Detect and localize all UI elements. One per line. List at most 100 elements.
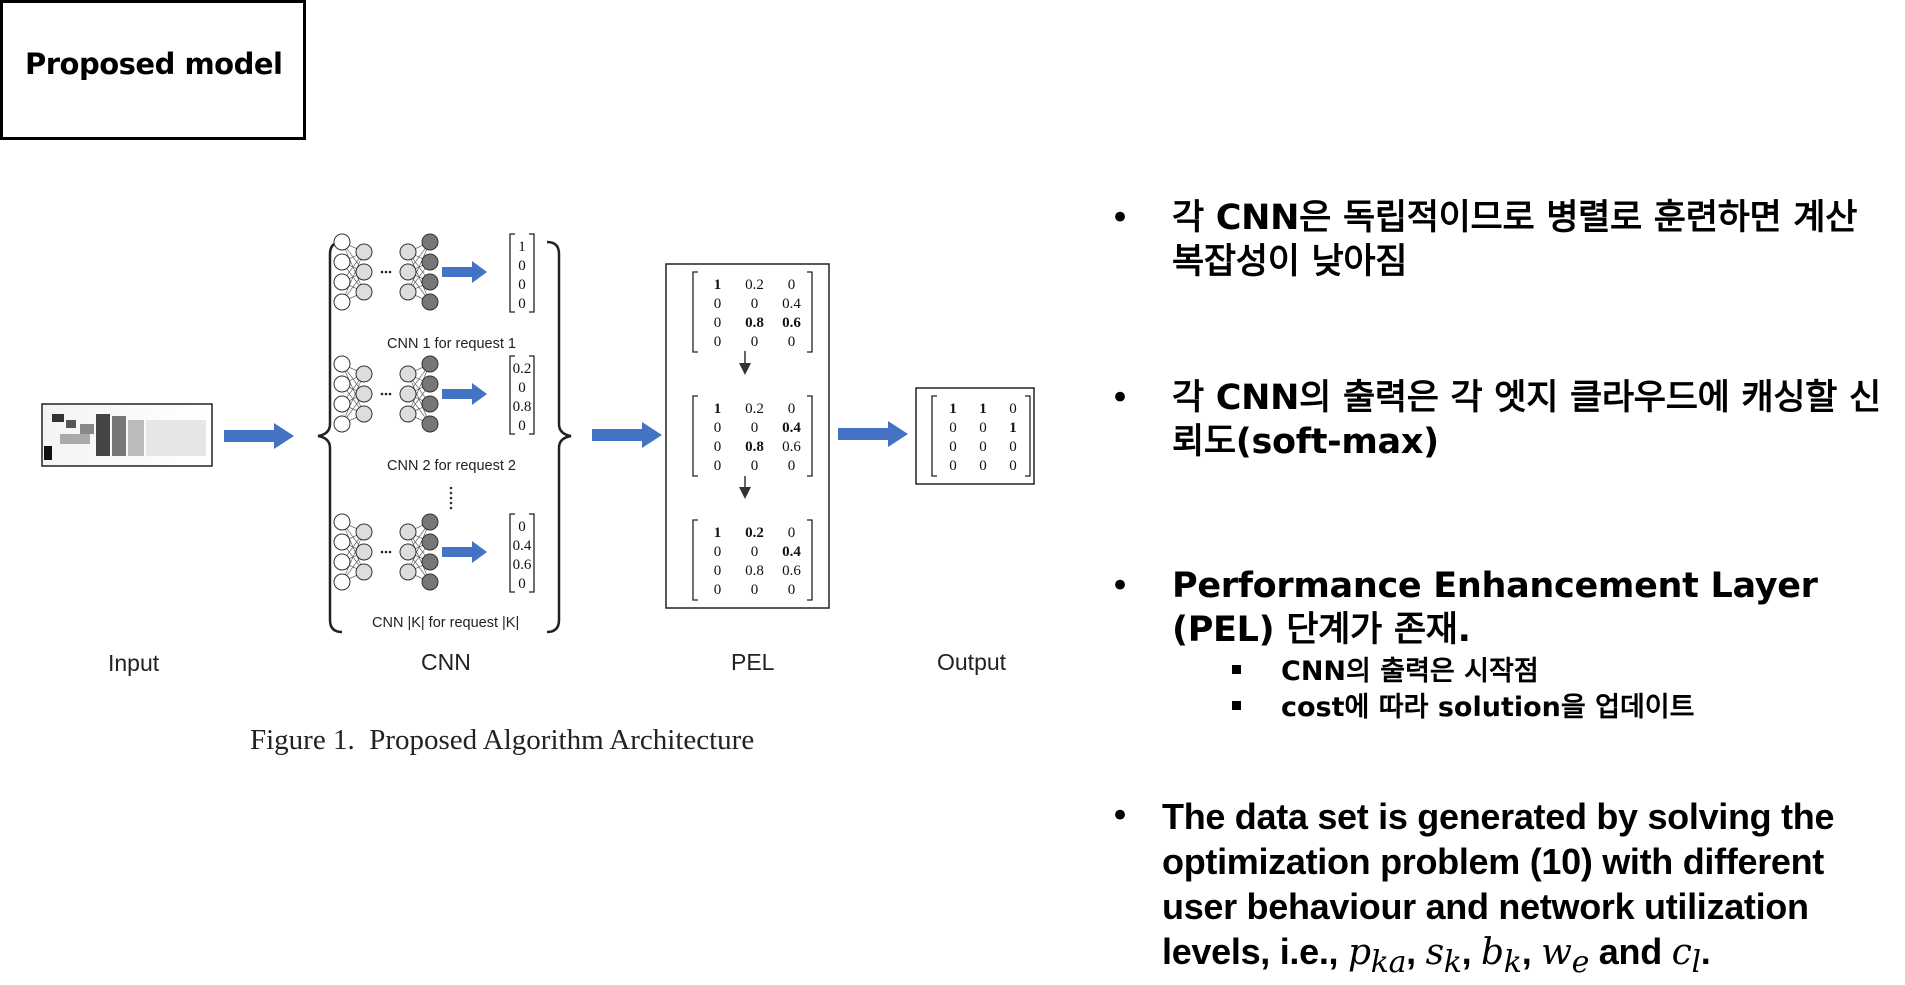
- matrix-cell: 1: [1009, 420, 1017, 436]
- matrix-bracket-right: [807, 519, 813, 601]
- matrix-cell: 0: [979, 458, 987, 474]
- slide-title-box: Proposed model: [0, 0, 306, 140]
- vector-cell: 0: [518, 418, 526, 434]
- matrix-bracket-right: [529, 355, 535, 435]
- ellipsis-dot: [388, 392, 392, 396]
- matrix-cell: 0.2: [745, 525, 764, 541]
- network-node: [421, 273, 439, 291]
- network-edge: [407, 241, 431, 293]
- network-node: [355, 523, 373, 541]
- matrix-bracket-right: [1025, 395, 1031, 477]
- network-node: [355, 543, 373, 561]
- network-node: [333, 513, 351, 531]
- matrix-cell: 0: [788, 582, 796, 598]
- matrix-cell: 0.6: [782, 439, 801, 455]
- network-edge: [407, 363, 431, 415]
- matrix-bracket-left: [692, 519, 698, 601]
- vector-cell: 0.8: [513, 399, 532, 415]
- network-node: [333, 573, 351, 591]
- network-node: [399, 365, 417, 383]
- matrix-cell: 0: [788, 334, 796, 350]
- matrix-bracket-left: [509, 513, 515, 593]
- and-word: and: [1598, 931, 1662, 972]
- network-node: [355, 385, 373, 403]
- matrix-bracket-left: [509, 233, 515, 313]
- var-s: sk: [1425, 932, 1462, 981]
- network-node: [333, 553, 351, 571]
- matrix-cell: 0: [788, 277, 796, 293]
- matrix-cell: 1: [949, 401, 957, 417]
- network-output-arrow: [442, 267, 472, 277]
- network-node: [333, 533, 351, 551]
- network-output-arrow: [442, 389, 472, 399]
- matrix-cell: 0: [714, 563, 722, 579]
- vector-cell: 0.2: [513, 361, 532, 377]
- network-node: [333, 233, 351, 251]
- network-node: [421, 395, 439, 413]
- matrix-bracket-right: [807, 395, 813, 477]
- bullet-text: 각 CNN은 독립적이므로 병렬로 훈련하면 계산 복잡성이 낮아짐: [1172, 198, 1858, 282]
- matrix-cell: 0: [788, 458, 796, 474]
- matrix-bracket-right: [807, 271, 813, 353]
- network-edge: [341, 251, 365, 303]
- matrix-cell: 0: [714, 439, 722, 455]
- ellipsis-dot: [380, 270, 384, 274]
- matrix-cell: 0.8: [745, 563, 764, 579]
- matrix-bracket-left: [509, 355, 515, 435]
- matrix-cell: 0: [714, 334, 722, 350]
- square-bullet-icon: [1232, 701, 1241, 710]
- vector-cell: 0.6: [513, 557, 532, 573]
- network-node: [333, 293, 351, 311]
- network-node: [333, 415, 351, 433]
- network-node: [333, 253, 351, 271]
- var-c: cl: [1671, 932, 1701, 981]
- stage-label-input: Input: [108, 650, 160, 676]
- network-edge: [341, 531, 365, 583]
- matrix-cell: 0: [751, 458, 759, 474]
- input-image: [41, 403, 213, 467]
- matrix-cell: 0: [714, 582, 722, 598]
- network-node: [355, 563, 373, 581]
- var-b: bk: [1481, 932, 1522, 981]
- vector-cell: 0: [518, 519, 526, 535]
- bullet-text: 각 CNN의 출력은 각 엣지 클라우드에 캐싱할 신뢰도(soft-max): [1172, 378, 1881, 462]
- matrix-cell: 0: [949, 458, 957, 474]
- matrix-bracket-right: [529, 513, 535, 593]
- matrix-cell: 0: [949, 420, 957, 436]
- matrix-cell: 0.8: [745, 315, 764, 331]
- cnn-network-icon: 00.40.60: [333, 513, 535, 593]
- bullet-4-text: The data set is generated by solving the…: [1162, 796, 1835, 972]
- vector-cell: 0: [518, 576, 526, 592]
- ellipsis-dot: [384, 392, 388, 396]
- ellipsis-dot: [388, 550, 392, 554]
- network-output-arrow-head: [472, 383, 487, 405]
- pel-box: [665, 263, 830, 609]
- matrix-cell: 0.4: [782, 420, 801, 436]
- cnn-label-2: CNN 2 for request 2: [387, 458, 516, 474]
- matrix-cell: 0.2: [745, 277, 764, 293]
- matrix-bracket-left: [931, 395, 937, 477]
- figure-caption: Figure 1. Proposed Algorithm Architectur…: [250, 724, 754, 756]
- network-node: [355, 283, 373, 301]
- ellipsis-dot: [380, 392, 384, 396]
- network-node: [421, 533, 439, 551]
- matrix-cell: 0.2: [745, 401, 764, 417]
- matrix-cell: 0: [1009, 439, 1017, 455]
- vector-cell: 0: [518, 296, 526, 312]
- stage-label-pel: PEL: [731, 649, 775, 675]
- matrix-cell: 0: [979, 439, 987, 455]
- network-node: [421, 233, 439, 251]
- stage-label-cnn: CNN: [421, 649, 471, 675]
- network-node: [355, 405, 373, 423]
- bullet-marker: •: [1110, 198, 1131, 238]
- bullet-text: The data set is generated by solving the…: [1162, 796, 1835, 981]
- vector-cell: 0: [518, 277, 526, 293]
- matrix-cell: 0: [714, 544, 722, 560]
- matrix-bracket-left: [692, 271, 698, 353]
